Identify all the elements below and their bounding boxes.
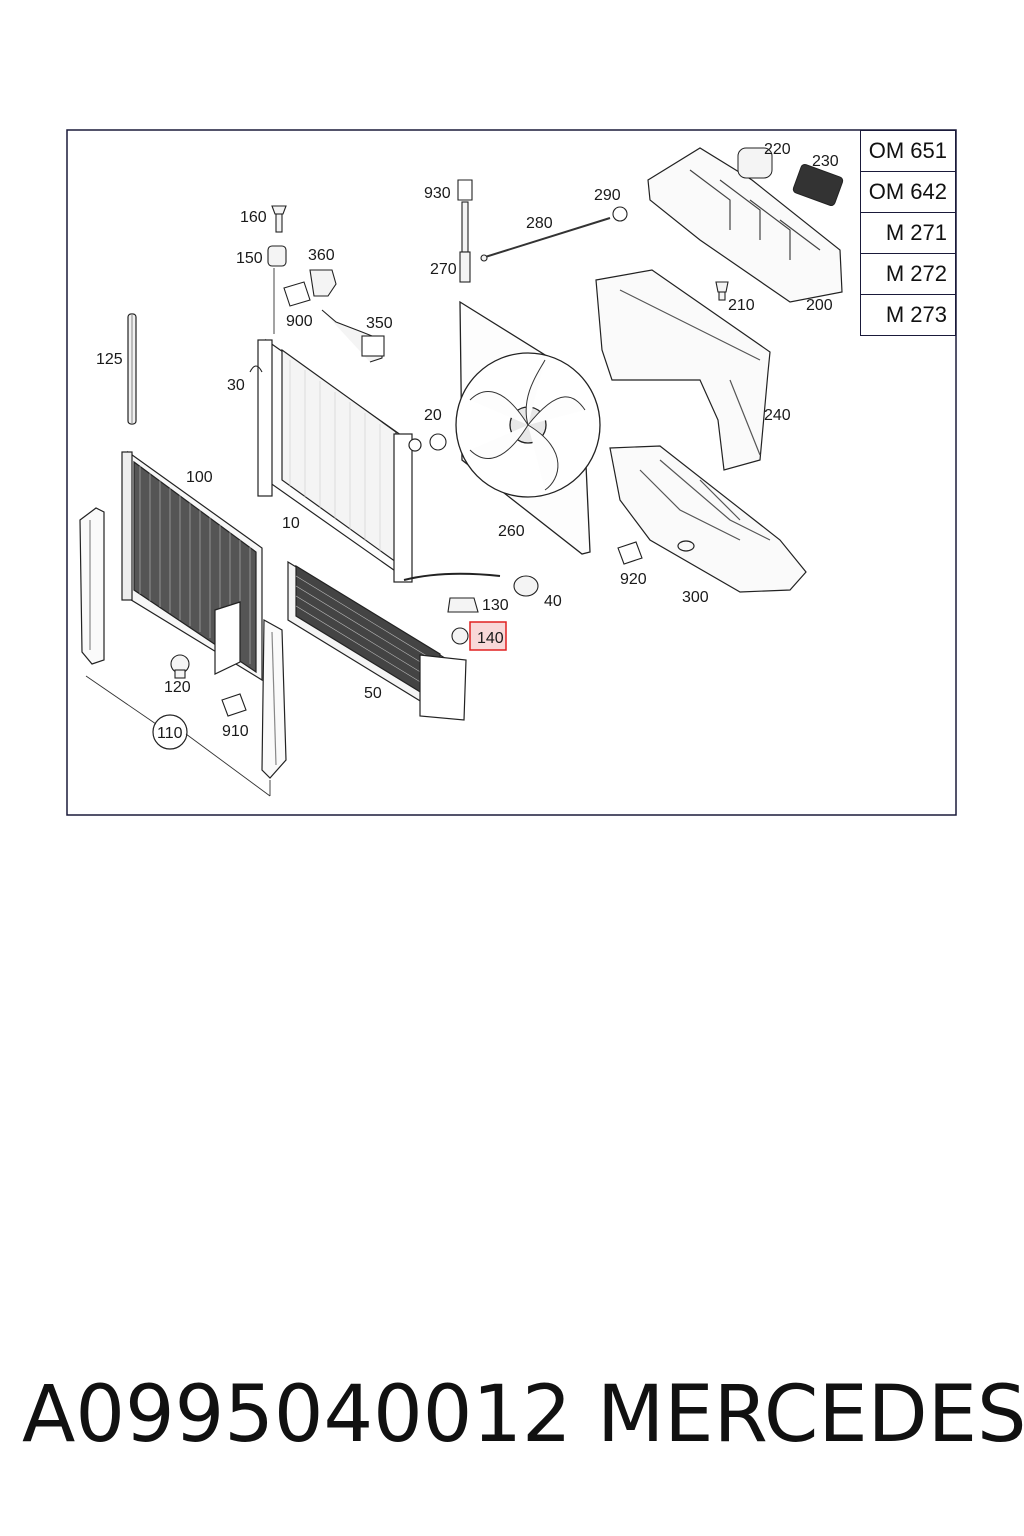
- callout-930: 930: [424, 185, 451, 202]
- radiator-illustration: [257, 338, 422, 583]
- callout-150: 150: [236, 250, 263, 267]
- part-number: A0995040012: [22, 1370, 572, 1460]
- callout-160: 160: [240, 209, 267, 226]
- drain-tube-illustration: [127, 313, 137, 425]
- callout-210: 210: [728, 297, 755, 314]
- fan-shroud-illustration: [455, 300, 601, 555]
- diagram-frame: [66, 129, 957, 816]
- callout-20: 20: [424, 407, 442, 424]
- callout-50: 50: [364, 685, 382, 702]
- callout-290: 290: [594, 187, 621, 204]
- callout-125: 125: [96, 351, 123, 368]
- lower-air-guide-illustration: [609, 445, 807, 593]
- engine-variant-cell: OM 651: [860, 130, 956, 172]
- callout-130: 130: [482, 597, 509, 614]
- engine-variant-cell: M 271: [860, 212, 956, 254]
- callout-10: 10: [282, 515, 300, 532]
- condenser-illustration: [121, 450, 263, 682]
- brand-name: MERCEDES: [597, 1370, 1024, 1460]
- callout-140: 140: [477, 630, 504, 647]
- side-bracket-illustration: [79, 507, 287, 779]
- callout-920: 920: [620, 571, 647, 588]
- engine-variant-cell: M 273: [860, 294, 956, 336]
- grille-part-230: [792, 164, 844, 206]
- callout-110-circle: [152, 714, 188, 750]
- callout-40: 40: [544, 593, 562, 610]
- callout-280: 280: [526, 215, 553, 232]
- engine-variant-table: OM 651 OM 642 M 271 M 272 M 273: [860, 130, 956, 336]
- callout-300: 300: [682, 589, 709, 606]
- seal-part-220: [737, 147, 773, 179]
- callout-140-highlight: [469, 621, 507, 651]
- callout-230: 230: [812, 153, 839, 170]
- callout-260: 260: [498, 523, 525, 540]
- callout-220: 220: [764, 141, 791, 158]
- callout-200: 200: [806, 297, 833, 314]
- callout-labels: 10 20 30 40 50 100 110 120 125 130 140 1…: [96, 141, 839, 750]
- callout-350: 350: [366, 315, 393, 332]
- callout-120: 120: [164, 679, 191, 696]
- callout-270: 270: [430, 261, 457, 278]
- callout-910: 910: [222, 723, 249, 740]
- callout-100: 100: [186, 469, 213, 486]
- small-parts-illustration: [170, 179, 729, 717]
- engine-variant-cell: M 272: [860, 253, 956, 295]
- callout-110: 110: [157, 725, 183, 742]
- callout-30: 30: [227, 377, 245, 394]
- leader-lines: [85, 268, 275, 797]
- engine-variant-cell: OM 642: [860, 171, 956, 213]
- upper-air-duct-illustration: [647, 147, 843, 303]
- callout-240: 240: [764, 407, 791, 424]
- callout-900: 900: [286, 313, 313, 330]
- auxiliary-cooler-illustration: [287, 560, 467, 721]
- side-air-guide-illustration: [595, 269, 771, 471]
- callout-360: 360: [308, 247, 335, 264]
